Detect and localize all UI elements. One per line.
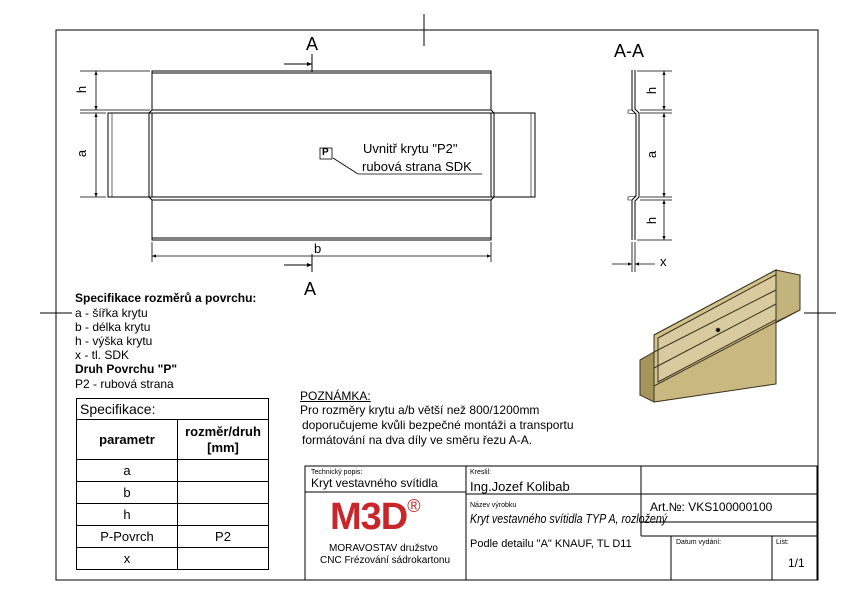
spec-table: Specifikace: parametr rozměr/druh [mm] a… xyxy=(76,398,269,570)
isometric-view xyxy=(639,269,801,403)
section-arrow-top xyxy=(284,54,313,72)
art-number: Art.№: VKS100000100 xyxy=(650,500,772,514)
spec-header-param: parametr xyxy=(76,419,178,460)
dim-b-label: b xyxy=(314,241,322,256)
art-value: VKS100000100 xyxy=(688,500,773,514)
note-line-1: Pro rozměry krytu a/b větší než 800/1200… xyxy=(300,403,540,417)
surface-title: Druh Povrchu "P" xyxy=(75,362,178,376)
spec-line-x: x - tl. SDK xyxy=(75,348,130,362)
spec-row-param: b xyxy=(76,481,178,504)
section-dim-h-bottom: h xyxy=(644,216,660,225)
spec-header-dim: rozměr/druh [mm] xyxy=(177,419,269,460)
surface-symbol: P xyxy=(322,147,329,158)
surface-callout xyxy=(319,147,482,175)
spec-table-caption: Specifikace: xyxy=(76,398,269,420)
drawn-label: Kreslil: xyxy=(470,469,492,476)
spec-row-value[interactable] xyxy=(177,459,269,482)
section-label-top: A xyxy=(306,34,319,54)
art-label: Art.№: xyxy=(650,500,685,514)
section-label-bottom: A xyxy=(304,279,317,299)
section-dim-h-top: h xyxy=(644,86,660,95)
company-line-1: MORAVOSTAV družstvo xyxy=(329,543,438,554)
logo-mark: ® xyxy=(407,496,421,516)
sheet-value: 1/1 xyxy=(788,556,805,570)
spec-row-value[interactable] xyxy=(177,547,269,570)
drawn-value: Ing.Jozef Kolibab xyxy=(470,479,570,494)
surface-line: P2 - rubová strana xyxy=(75,377,174,391)
product-detail: Podle detailu "A" KNAUF, TL D11 xyxy=(470,538,632,550)
spec-line-b: b - délka krytu xyxy=(75,320,151,334)
dim-b xyxy=(151,242,492,262)
section-view xyxy=(627,70,640,240)
tech-label: Technický popis: xyxy=(311,469,363,476)
sheet-label: List: xyxy=(776,539,789,546)
section-dim-a: a xyxy=(644,150,660,159)
title-block-lines xyxy=(304,465,818,581)
spec-row-param: a xyxy=(76,459,178,482)
spec-row-param: P-Povrch xyxy=(76,525,178,548)
callout-line-2: rubová strana SDK xyxy=(362,159,472,174)
dim-a xyxy=(80,112,106,198)
spec-row-value[interactable] xyxy=(177,481,269,504)
product-value: Kryt vestavného svítidla TYP A, rozložen… xyxy=(470,511,668,526)
logo-text: M3D xyxy=(330,496,408,538)
section-view-title: A-A xyxy=(614,41,645,61)
spec-row-value[interactable]: P2 xyxy=(177,525,269,548)
dim-h-top xyxy=(80,70,150,111)
section-dims xyxy=(612,70,672,272)
spec-title: Specifikace rozměrů a povrchu: xyxy=(75,291,257,305)
logo: M3D® xyxy=(330,496,421,539)
spec-row-param: x xyxy=(76,547,178,570)
spec-line-a: a - šířka krytu xyxy=(75,306,148,320)
date-label: Datum vydání: xyxy=(676,539,722,546)
callout-line-1: Uvnitř krytu "P2" xyxy=(363,141,458,156)
note-title: POZNÁMKA: xyxy=(300,389,371,403)
section-dim-x: x xyxy=(660,254,667,269)
center-marks xyxy=(40,14,836,314)
spec-row-param: h xyxy=(76,503,178,526)
dim-a-label: a xyxy=(74,149,90,158)
spec-line-h: h - výška krytu xyxy=(75,334,153,348)
cover-plan-view xyxy=(107,70,536,241)
product-label: Název výrobku xyxy=(470,502,517,509)
section-arrow-bottom xyxy=(284,254,313,272)
note-line-3: formátování na dva díly ve směru řezu A-… xyxy=(302,433,533,447)
spec-row-value[interactable] xyxy=(177,503,269,526)
note-line-2: doporučujeme kvůli bezpečné montáži a tr… xyxy=(302,418,574,432)
company-line-2: CNC Frézování sádrokartonu xyxy=(320,555,451,566)
dim-h-label: h xyxy=(74,85,90,94)
tech-value: Kryt vestavného svítidla xyxy=(311,476,438,490)
